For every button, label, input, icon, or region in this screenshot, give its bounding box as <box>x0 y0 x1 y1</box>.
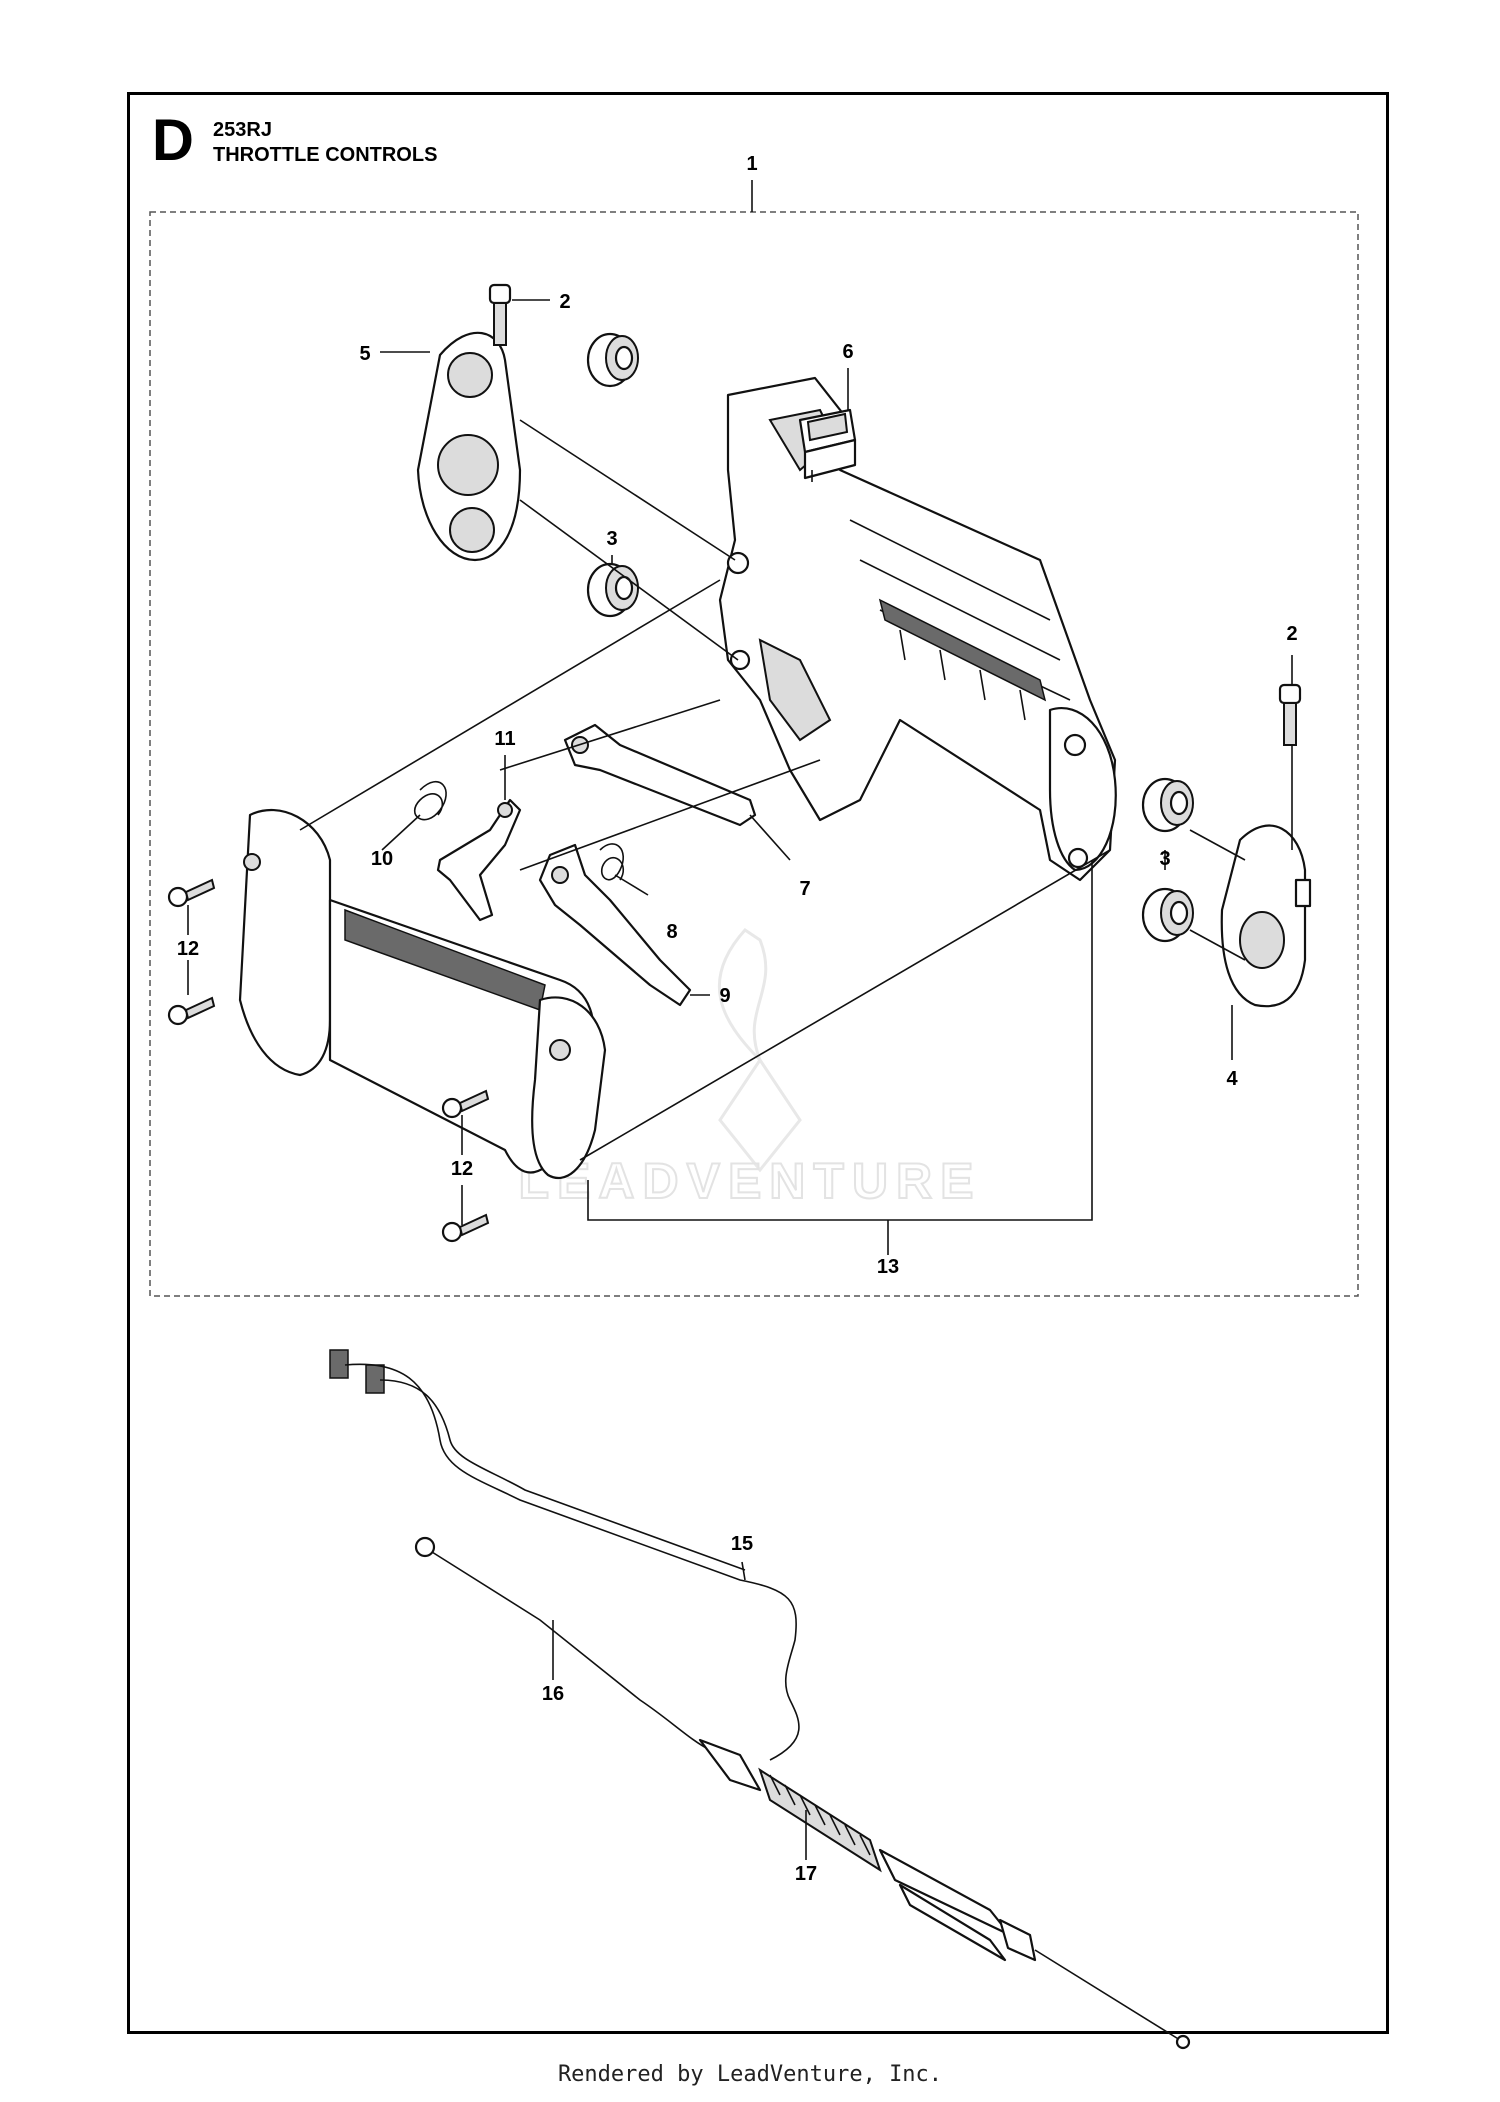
callout-5: 5 <box>359 343 370 365</box>
throttle-trigger-part-9[interactable] <box>538 843 692 1007</box>
callout-9: 9 <box>719 985 730 1007</box>
leader-lines <box>187 299 1293 1860</box>
callout-17: 17 <box>795 1863 817 1885</box>
callout-1: 1 <box>746 153 757 175</box>
callouts: 1 2 2 3 3 4 5 6 7 8 9 10 11 12 12 13 15 … <box>177 153 1298 1885</box>
callout-6: 6 <box>842 341 853 363</box>
footer-credit: Rendered by LeadVenture, Inc. <box>557 2062 943 2087</box>
callout-16: 16 <box>542 1683 564 1705</box>
wire-part-15[interactable] <box>329 1349 800 1761</box>
assembly-lines <box>299 419 1246 1161</box>
watermark: LEADVENTURE <box>517 928 981 1210</box>
model-number: 253RJ <box>213 119 272 141</box>
callout-10: 10 <box>371 848 393 870</box>
cable-harness-part-17[interactable] <box>698 1738 1191 2050</box>
bearing-part-3-left-bottom[interactable] <box>586 562 639 618</box>
diagram-frame <box>127 92 1389 2034</box>
screw-part-2-top[interactable] <box>488 283 512 346</box>
lever-part-11[interactable] <box>436 798 522 922</box>
watermark-text: LEADVENTURE <box>518 1153 981 1209</box>
spring-part-8[interactable] <box>599 843 625 881</box>
screw-part-12-a[interactable] <box>167 878 216 908</box>
screw-part-12-c[interactable] <box>441 1089 490 1119</box>
callout-7: 7 <box>799 878 810 900</box>
callout-3-left: 3 <box>606 528 617 550</box>
screw-part-2-right[interactable] <box>1278 683 1302 746</box>
callout-11: 11 <box>494 728 515 750</box>
handle-housing-part-13[interactable] <box>238 809 607 1180</box>
bearing-part-3-right-bottom[interactable] <box>1141 887 1194 943</box>
callout-2-top: 2 <box>559 291 570 313</box>
callout-2-right: 2 <box>1286 623 1297 645</box>
screw-part-12-d[interactable] <box>441 1213 490 1243</box>
spring-part-10[interactable] <box>413 781 447 821</box>
cable-part-16[interactable] <box>414 1536 711 1751</box>
diagram-title: THROTTLE CONTROLS <box>213 144 438 166</box>
section-letter: D <box>152 108 194 173</box>
bearing-part-3-right-top[interactable] <box>1141 777 1194 833</box>
end-cap-part-4[interactable] <box>1220 824 1312 1008</box>
callout-13: 13 <box>877 1256 899 1278</box>
screw-part-12-b[interactable] <box>167 996 216 1026</box>
assembly-boundary <box>149 211 1359 1297</box>
end-cap-part-5[interactable] <box>416 331 522 562</box>
callout-3-right: 3 <box>1159 848 1170 870</box>
switch-part-6[interactable] <box>798 408 857 482</box>
bearing-part-3-left-top[interactable] <box>586 332 639 388</box>
callout-15: 15 <box>731 1533 753 1555</box>
callout-12-left: 12 <box>177 938 199 960</box>
callout-4: 4 <box>1226 1068 1238 1090</box>
bracket-13 <box>587 860 1093 1221</box>
handle-frame <box>718 376 1117 882</box>
callout-8: 8 <box>666 921 677 943</box>
callout-12-bottom: 12 <box>451 1158 473 1180</box>
